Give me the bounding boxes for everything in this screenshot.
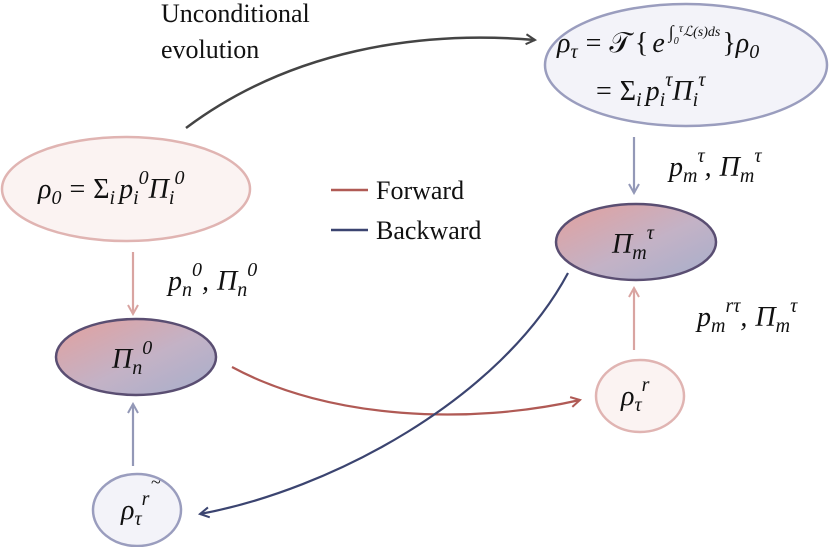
rho-symbol: ρ bbox=[37, 174, 51, 205]
pi-m-tau-label: Πmτ bbox=[611, 222, 655, 264]
pi-n-0-node bbox=[54, 317, 218, 397]
tilde-mark: ~ bbox=[151, 472, 161, 492]
rho-tau-rtilde-label: ρτr bbox=[120, 488, 150, 530]
backward-arrow bbox=[200, 272, 569, 514]
rho-tau-r-node bbox=[594, 358, 686, 434]
rho-tau-r-label: ρτr bbox=[620, 374, 650, 416]
svg-text:ρτ=𝒯{e∫0τℒ(s)ds}ρ0: ρτ=𝒯{e∫0τℒ(s)ds}ρ0 bbox=[556, 21, 759, 63]
edge-label-measure-0: pn0,Πn0 bbox=[166, 259, 257, 301]
legend-backward-label: Backward bbox=[376, 216, 481, 245]
unconditional-label-line1: Unconditional bbox=[161, 0, 310, 28]
rho-tau-node bbox=[543, 2, 829, 128]
unconditional-evolution-arrow bbox=[185, 38, 535, 130]
forward-arrow bbox=[231, 366, 580, 416]
rho-tau-rtilde-node bbox=[91, 472, 183, 547]
unconditional-label-line2: evolution bbox=[161, 35, 259, 64]
legend-forward-label: Forward bbox=[376, 176, 464, 205]
pi-m-tau-node bbox=[554, 202, 718, 282]
pi-n-0-label: Πn0 bbox=[111, 337, 152, 379]
edge-label-measure-tau: pmτ,Πmτ bbox=[667, 145, 762, 187]
rho-0-node bbox=[0, 135, 252, 243]
edge-label-reverse-measure: pmrτ,Πmτ bbox=[695, 295, 798, 337]
